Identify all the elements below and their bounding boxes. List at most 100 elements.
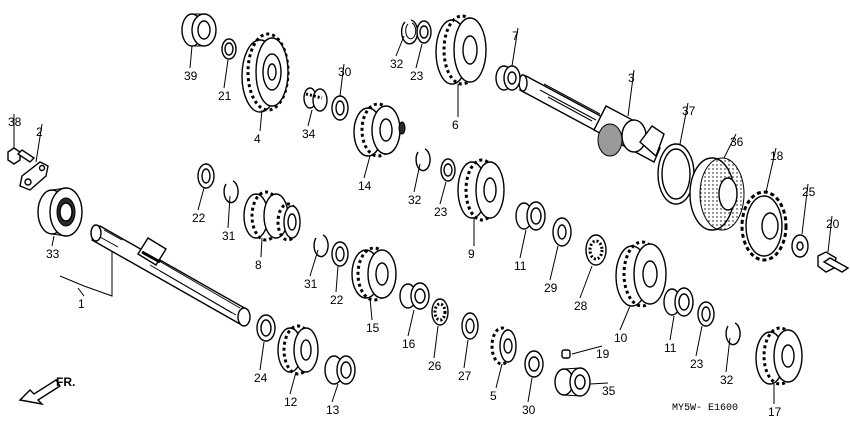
leader-line-p4: [259, 109, 263, 132]
leader-line-p1: [77, 287, 85, 297]
drawing-code: MY5W- E1600: [672, 403, 738, 414]
washer-23-mid: [440, 158, 456, 182]
callout-label-p6: 6: [452, 118, 459, 132]
gear-17: [755, 326, 803, 386]
needle-bearing-34: [303, 87, 328, 112]
callout-label-p39: 39: [184, 69, 198, 83]
callout-label-p35: 35: [602, 384, 616, 398]
leader-line-p11a: [519, 229, 527, 259]
bolt-38: [7, 147, 36, 165]
leader-line-p18: [765, 147, 777, 193]
circlip-32-mid: [415, 148, 431, 172]
leader-line-p12: [289, 371, 297, 395]
callout-label-p11b: 11: [664, 341, 677, 355]
leader-line-p5: [495, 363, 503, 389]
needle-bearing-35: [554, 367, 591, 397]
leader-line-p3: [627, 69, 635, 117]
bushing-11-left: [515, 201, 546, 231]
callout-label-p10: 10: [614, 331, 628, 345]
gear-15: [351, 246, 397, 302]
circlip-32-right: [725, 322, 741, 346]
leader-line-p8: [260, 237, 263, 258]
washer-30-lower: [524, 350, 544, 378]
lock-washer-28: [585, 234, 607, 266]
leader-line-p26: [433, 325, 439, 359]
leader-line-p32b: [413, 163, 421, 193]
callout-label-p22a: 22: [192, 211, 206, 225]
mainshaft: [90, 224, 251, 327]
spline-washer-29: [552, 217, 572, 247]
callout-label-p33: 33: [46, 247, 60, 261]
gear-8: [243, 190, 301, 242]
leader-line-p37: [679, 102, 689, 145]
callout-labels: 1234567891011111213141516171819202122222…: [8, 29, 840, 419]
callout-label-p21: 21: [218, 89, 232, 103]
bushing-11-right: [663, 287, 694, 317]
bushing-7: [495, 65, 521, 91]
front-direction-arrow: FR.: [18, 375, 75, 406]
oil-seal-36: [689, 157, 745, 231]
callout-label-p3: 3: [628, 71, 635, 85]
callout-label-p4: 4: [254, 132, 261, 146]
washer-22-left: [197, 163, 215, 189]
callout-label-p28: 28: [574, 299, 588, 313]
direction-label: FR.: [56, 375, 75, 389]
callout-label-p9: 9: [468, 247, 475, 261]
washer-24: [256, 314, 276, 342]
leader-line-p22a: [197, 187, 205, 211]
circlip-32-upper: [400, 19, 419, 45]
callout-label-p32c: 32: [720, 373, 734, 387]
gear-4: [241, 32, 290, 113]
leader-line-p31a: [227, 195, 231, 229]
leader-line-p24: [259, 341, 265, 371]
lock-washer-26: [431, 298, 449, 326]
gear-10: [615, 240, 667, 308]
callout-label-p23a: 23: [410, 69, 424, 83]
washer-21: [221, 38, 237, 60]
callout-label-p27: 27: [458, 369, 472, 383]
callout-label-p23b: 23: [434, 205, 448, 219]
bolt-20: [817, 251, 850, 273]
bearing-39: [181, 13, 217, 47]
leader-line-p23c: [695, 325, 703, 357]
gear-14: [353, 102, 406, 158]
leader-line-p11b: [669, 315, 675, 341]
callout-label-p18: 18: [770, 149, 784, 163]
leader-line-p29: [549, 245, 559, 281]
leader-line-p28: [579, 265, 593, 299]
gear-9: [457, 158, 505, 222]
leader-line-p35: [589, 382, 609, 385]
callout-label-p38: 38: [8, 115, 22, 129]
circlip-31-mid: [313, 234, 329, 258]
setting-plate-2: [19, 161, 49, 191]
leader-line-p10: [619, 305, 631, 331]
leader-lines: [13, 27, 833, 404]
leader-line-p2: [35, 123, 43, 163]
callout-label-p31a: 31: [222, 229, 236, 243]
washer-23-right: [697, 301, 715, 327]
callout-label-p11a: 11: [514, 259, 527, 273]
leader-line-p19: [571, 345, 603, 355]
leader-line-p22b: [335, 265, 339, 293]
callout-label-p34: 34: [302, 127, 316, 141]
pin-19: [561, 349, 571, 359]
callout-label-p22b: 22: [330, 293, 344, 307]
bushing-16: [399, 282, 430, 310]
leader-line-p39: [189, 45, 193, 69]
callout-label-p30b: 30: [522, 403, 536, 417]
callout-label-p12: 12: [284, 395, 298, 409]
callout-label-p30a: 30: [338, 65, 352, 79]
washer-22-mid: [331, 241, 349, 267]
leader-line-p31b: [309, 249, 319, 277]
callout-label-p29: 29: [544, 281, 558, 295]
gear-12: [277, 324, 319, 376]
callout-label-p5: 5: [490, 389, 497, 403]
callout-label-p2: 2: [36, 125, 43, 139]
callout-label-p15: 15: [366, 321, 380, 335]
countershaft: [518, 74, 665, 163]
callout-label-p1: 1: [78, 297, 85, 311]
leader-line-p23a: [415, 43, 423, 69]
leader-line-p25: [801, 183, 809, 235]
callout-label-p25: 25: [802, 185, 816, 199]
